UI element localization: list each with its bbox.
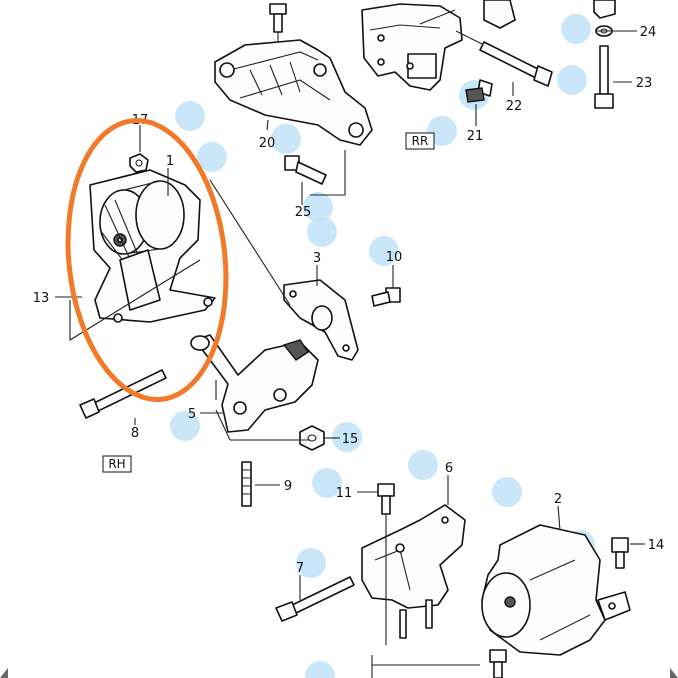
callout-22: 22 (506, 99, 523, 114)
part-11-bolt (377, 483, 395, 515)
callout-5: 5 (188, 407, 196, 422)
svg-text:RH: RH (108, 457, 125, 471)
part-1-engine-mount (89, 169, 216, 323)
callout-14: 14 (648, 538, 665, 553)
leader-lines (55, 9, 645, 678)
callout-7: 7 (296, 561, 304, 576)
callout-3: 3 (313, 251, 321, 266)
callout-2: 2 (554, 492, 562, 507)
callout-20: 20 (259, 136, 276, 151)
part-25-bolt (284, 155, 327, 185)
part-23-bolt (594, 45, 614, 109)
part-9-stud (241, 461, 252, 507)
part-14-bolt (611, 537, 629, 569)
part-21-bolt (465, 79, 493, 103)
part-3-bracket (283, 279, 359, 361)
callout-23: 23 (636, 76, 653, 91)
rr-bracket (361, 0, 616, 91)
callout-15: 15 (342, 432, 359, 447)
part-17-nut (129, 153, 149, 173)
prev-arrow-icon[interactable] (0, 668, 8, 678)
callout-11: 11 (336, 486, 353, 501)
callout-1: 1 (166, 154, 174, 169)
callout-24: 24 (640, 25, 657, 40)
callout-8: 8 (131, 426, 139, 441)
part-22-bolt (455, 30, 553, 87)
part-15-nut (299, 425, 325, 451)
callout-labels: 1 17 13 8 5 3 10 15 9 11 6 2 14 7 20 21 … (33, 25, 665, 576)
part-8-bolt (79, 369, 167, 419)
callout-9: 9 (284, 479, 292, 494)
part-10-bolt (371, 287, 401, 307)
bolt-top (269, 3, 287, 33)
callout-25: 25 (295, 205, 312, 220)
callout-10: 10 (386, 250, 403, 265)
highlight-ellipse (65, 118, 229, 402)
part-7-bolt (275, 576, 355, 622)
callout-21: 21 (467, 129, 484, 144)
bolt-bottom (489, 649, 507, 678)
svg-text:RR: RR (412, 134, 429, 148)
part-6-bracket (361, 504, 466, 639)
callout-13: 13 (33, 291, 50, 306)
part-5-torque-rod (190, 334, 319, 433)
rh-tag: RH (102, 455, 132, 473)
next-arrow-icon[interactable] (670, 668, 678, 678)
part-2-engine-mount (481, 524, 631, 656)
part-20-bracket (214, 39, 373, 146)
callout-6: 6 (445, 461, 453, 476)
rr-tag: RR (405, 132, 435, 150)
